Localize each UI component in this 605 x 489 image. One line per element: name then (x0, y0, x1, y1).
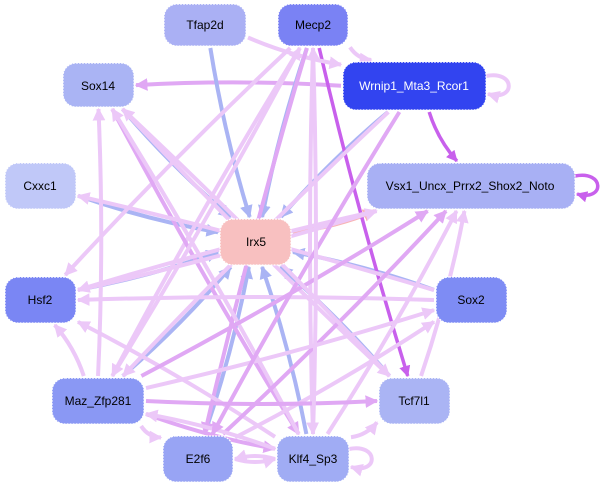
node-cxxc1[interactable]: Cxxc1 (4, 162, 77, 210)
edge-maz-zfp281-to-e2f6 (139, 424, 163, 444)
node-mecp2[interactable]: Mecp2 (277, 3, 349, 47)
edge-sox14-to-klf4-sp3 (110, 108, 301, 436)
node-label: Tfap2d (186, 18, 223, 32)
edge-mecp2-to-wrnip1-mta3-rcor1 (348, 46, 373, 66)
node-sox2[interactable]: Sox2 (435, 276, 508, 324)
edge-maz-zfp281-to-mecp2 (110, 46, 302, 378)
nodes-layer: Tfap2d Mecp2 Wrnip1_Mta3_Rcor1 Sox14 Vsx… (4, 3, 576, 483)
node-label: Cxxc1 (23, 179, 57, 193)
edge-wrnip1-mta3-rcor1-to-vsx1-uncx-prrx2-shox2-noto (427, 111, 459, 163)
node-label: Klf4_Sp3 (289, 452, 338, 466)
node-irx5[interactable]: Irx5 (219, 218, 292, 266)
node-vsx1-uncx-prrx2-shox2-noto[interactable]: Vsx1_Uncx_Prrx2_Shox2_Noto (366, 162, 576, 210)
node-klf4-sp3[interactable]: Klf4_Sp3 (276, 435, 350, 483)
node-hsf2[interactable]: Hsf2 (4, 276, 77, 324)
edge-maz-zfp281-to-vsx1-uncx-prrx2-shox2-noto (140, 209, 429, 378)
edge-maz-zfp281-to-sox14 (92, 107, 106, 377)
edge-klf4-sp3-to-hsf2 (76, 320, 277, 439)
edge-klf4-sp3-to-sox14 (110, 107, 301, 435)
edge-mecp2-to-maz-zfp281 (110, 46, 302, 378)
edges-layer (53, 35, 600, 477)
edge-klf4-sp3-to-mecp2 (306, 46, 320, 435)
node-sox14[interactable]: Sox14 (62, 62, 135, 108)
edge-klf4-sp3-to-irx5 (259, 265, 309, 435)
edge-klf4-sp3-to-klf4-sp3 (348, 446, 374, 477)
node-e2f6[interactable]: E2f6 (162, 435, 234, 483)
edge-e2f6-to-sox2 (234, 320, 436, 440)
edge-wrnip1-mta3-rcor1-to-e2f6 (210, 110, 402, 436)
node-label: Tcf7l1 (398, 394, 430, 408)
node-label: Vsx1_Uncx_Prrx2_Shox2_Noto (386, 179, 555, 193)
edge-maz-zfp281-to-tcf7l1 (145, 395, 379, 408)
node-tfap2d[interactable]: Tfap2d (163, 3, 247, 47)
edge-maz-zfp281-to-klf4-sp3 (145, 412, 277, 454)
node-label: Wrnip1_Mta3_Rcor1 (359, 79, 469, 93)
edge-maz-zfp281-to-sox2 (145, 307, 436, 390)
node-label: E2f6 (186, 452, 211, 466)
node-maz-zfp281[interactable]: Maz_Zfp281 (51, 377, 145, 425)
node-label: Irx5 (246, 235, 266, 249)
node-label: Sox2 (457, 293, 485, 307)
node-label: Mecp2 (295, 18, 331, 32)
edge-sox2-to-hsf2 (76, 293, 435, 307)
node-label: Maz_Zfp281 (65, 394, 132, 408)
edge-wrnip1-mta3-rcor1-to-wrnip1-mta3-rcor1 (485, 73, 511, 104)
edge-mecp2-to-klf4-sp3 (306, 47, 320, 436)
edge-vsx1-uncx-prrx2-shox2-noto-to-vsx1-uncx-prrx2-shox2-noto (574, 173, 600, 203)
edge-maz-zfp281-to-hsf2 (53, 323, 86, 377)
edge-klf4-sp3-to-e2f6 (233, 449, 276, 462)
edge-klf4-sp3-to-tcf7l1 (350, 421, 379, 440)
edge-e2f6-to-vsx1-uncx-prrx2-shox2-noto (221, 209, 448, 436)
edge-tfap2d-to-irx5 (208, 47, 253, 219)
node-label: Sox14 (81, 79, 115, 93)
node-label: Hsf2 (28, 293, 53, 307)
edge-klf4-sp3-to-maz-zfp281 (144, 409, 276, 451)
node-wrnip1-mta3-rcor1[interactable]: Wrnip1_Mta3_Rcor1 (342, 61, 487, 111)
node-tcf7l1[interactable]: Tcf7l1 (378, 377, 451, 425)
